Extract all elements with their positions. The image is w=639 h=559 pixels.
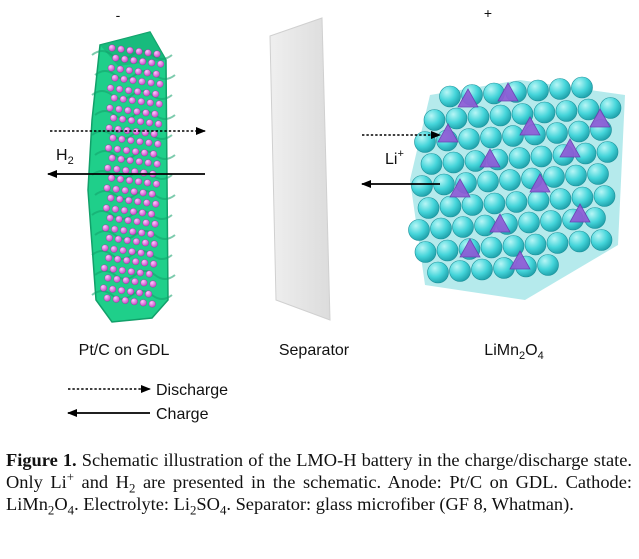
separator-sheet bbox=[269, 17, 331, 321]
cathode-crystal bbox=[408, 76, 625, 300]
anode-label: Pt/C on GDL bbox=[79, 342, 170, 359]
legend: Discharge Charge bbox=[67, 382, 228, 423]
cathode-sign: + bbox=[484, 5, 492, 21]
h2-label: H2 bbox=[56, 147, 74, 167]
cathode-label: LiMn2O4 bbox=[484, 342, 543, 362]
li-ion-label: Li+ bbox=[385, 148, 404, 168]
figure-caption: Figure 1. Schematic illustration of the … bbox=[6, 450, 632, 518]
pt-particles bbox=[100, 44, 165, 308]
battery-schematic: - + H2 Li+ Pt/C on GDL Separator LiMn2O4… bbox=[47, 5, 625, 423]
legend-charge-label: Charge bbox=[156, 406, 209, 423]
anode-sign: - bbox=[116, 7, 121, 23]
lio4-tetrahedra bbox=[437, 82, 611, 270]
anode-electrode bbox=[87, 31, 176, 323]
separator-label: Separator bbox=[279, 342, 350, 359]
figure-label: Figure 1. bbox=[6, 450, 77, 470]
legend-discharge-label: Discharge bbox=[156, 382, 228, 399]
